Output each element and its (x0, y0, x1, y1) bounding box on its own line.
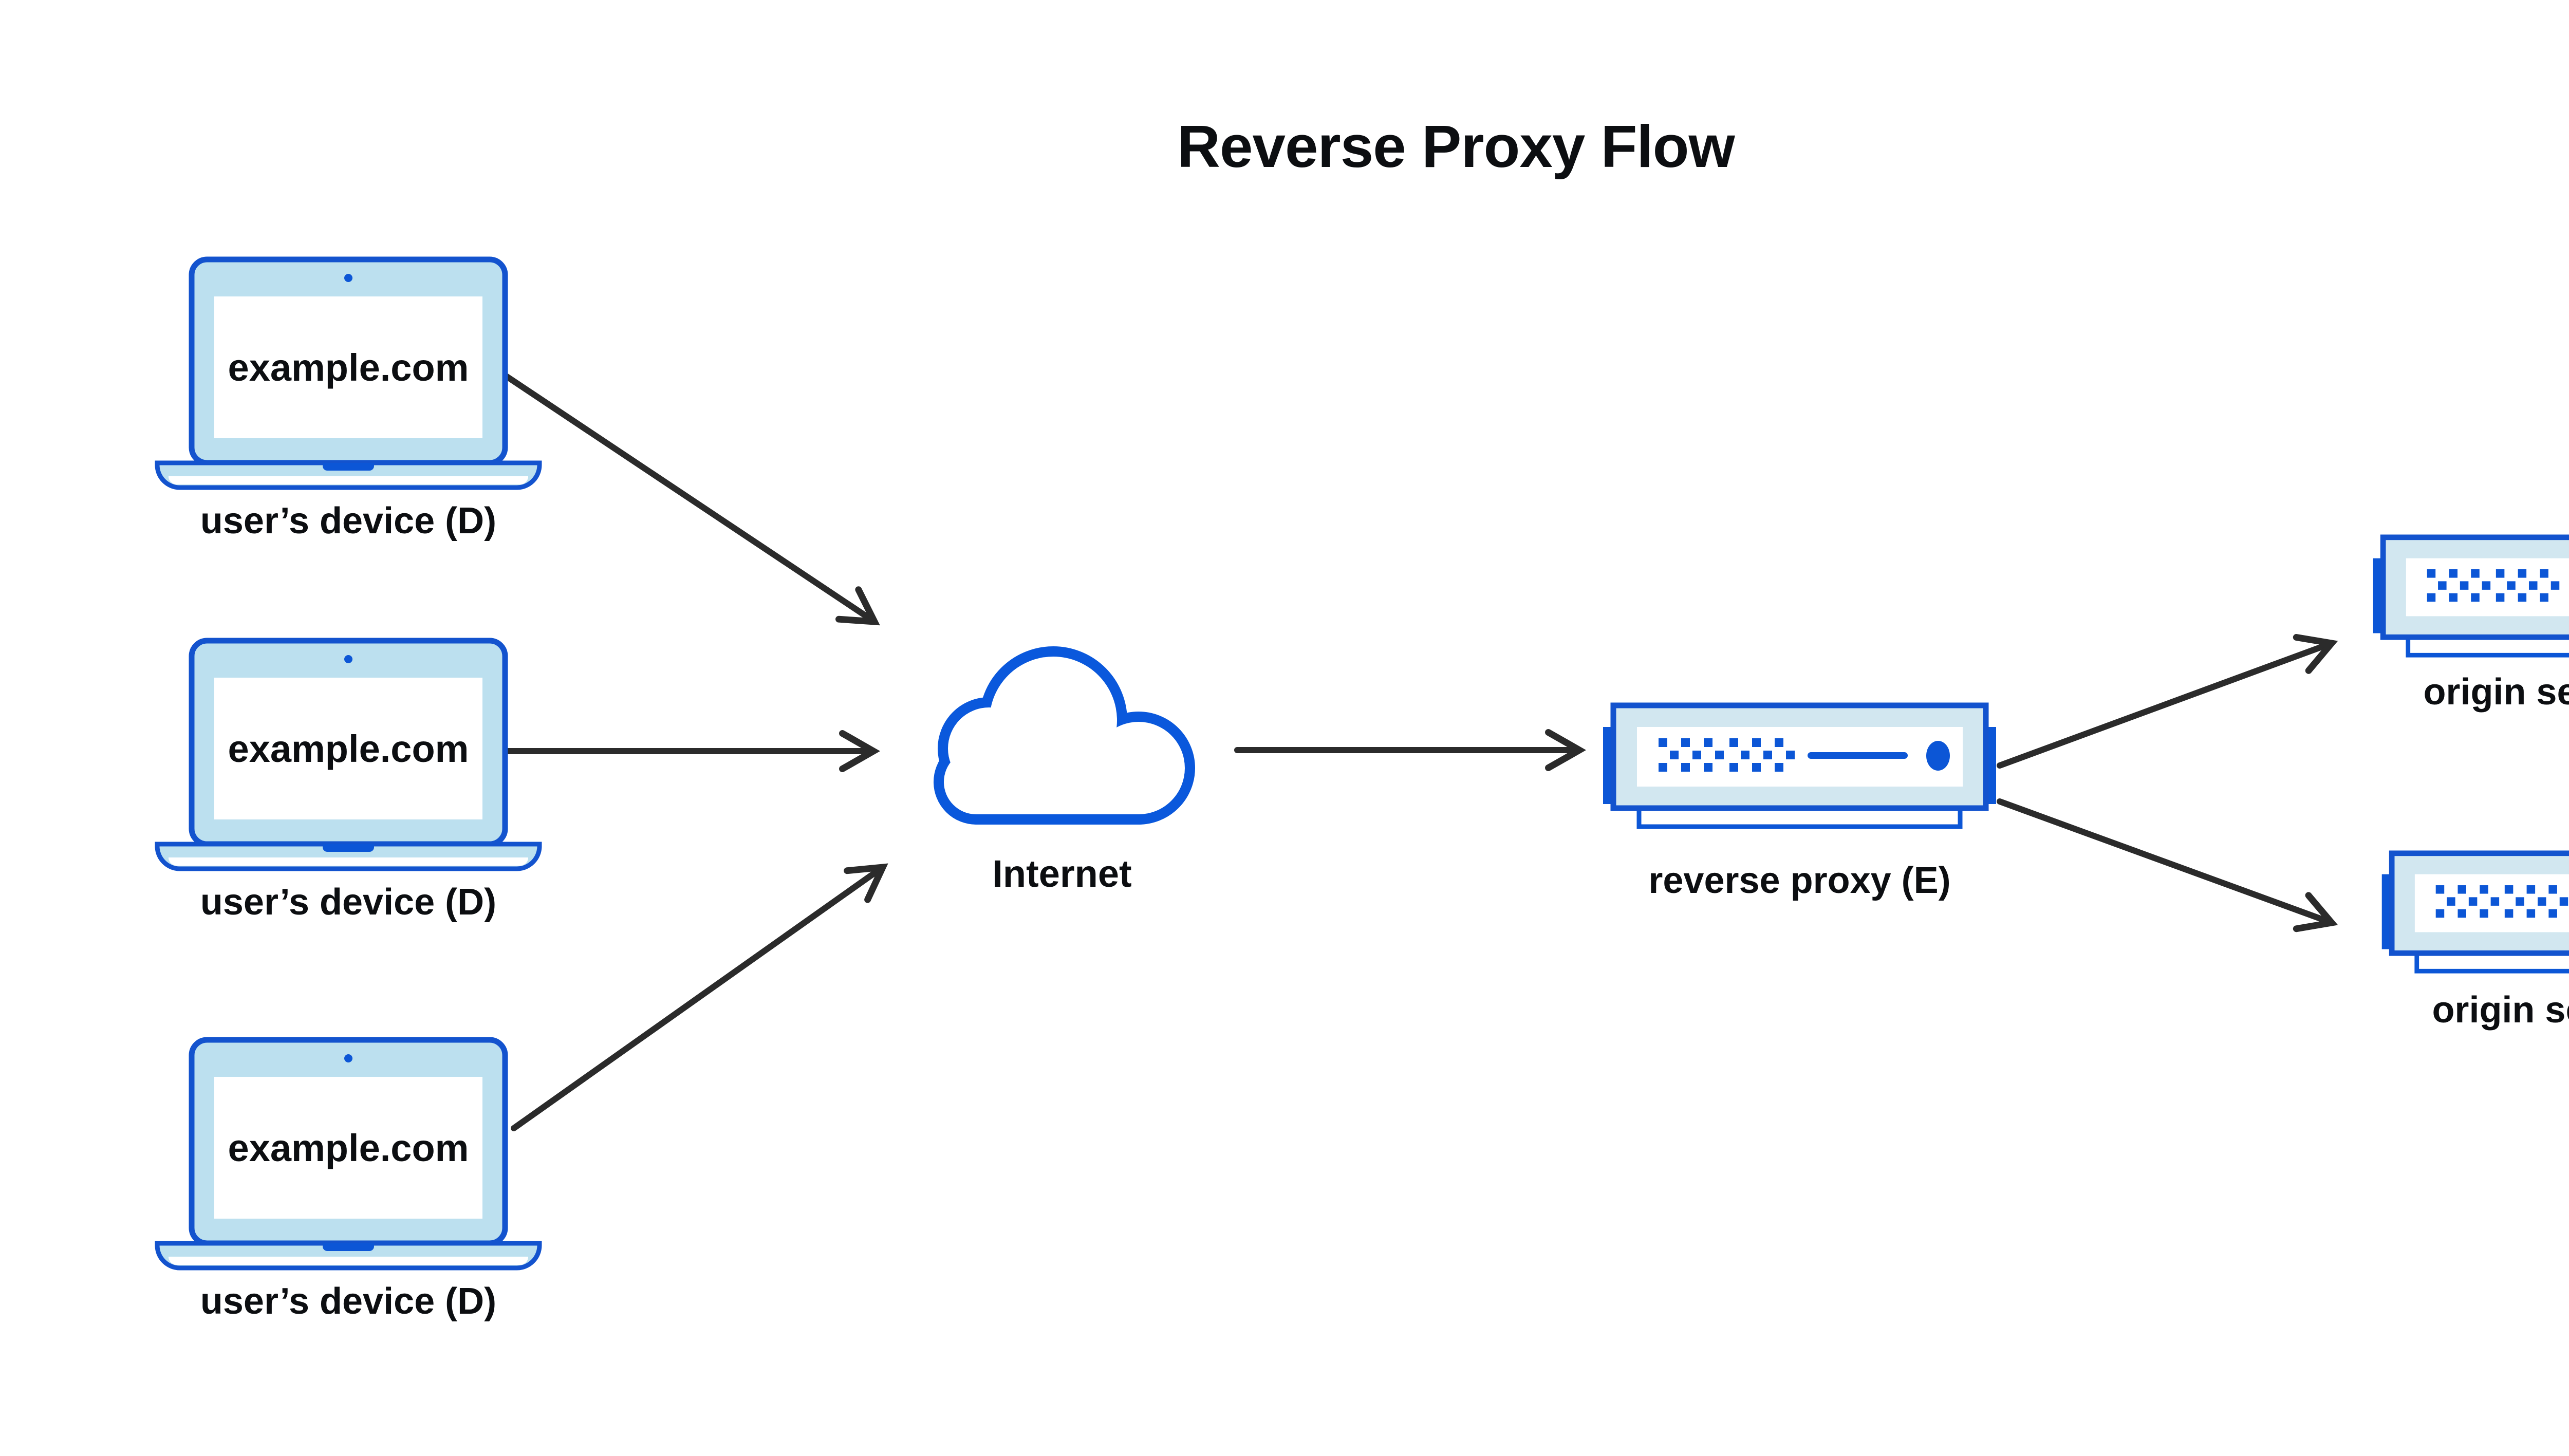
internet-node: Internet (919, 646, 1205, 895)
internet-label: Internet (992, 852, 1132, 895)
device-screen-text: example.com (228, 346, 469, 389)
device-label: user’s device (D) (200, 500, 497, 542)
cloud-icon (934, 646, 1195, 825)
reverse-proxy-label: reverse proxy (E) (1648, 860, 1951, 901)
laptop-icon (155, 256, 542, 490)
arrow-proxy-to-origin2 (1997, 798, 2338, 932)
server-vent-dots (2435, 885, 2568, 918)
user-device-node-1: example.com user’s device (D) (153, 255, 544, 542)
origin-server-node-2: origin server (F) (2381, 850, 2569, 1031)
reverse-proxy-node: reverse proxy (E) (1603, 702, 1996, 901)
device-screen-text: example.com (228, 1126, 469, 1169)
device-label: user’s device (D) (200, 1281, 497, 1322)
arrow-device3-to-internet (511, 863, 888, 1131)
laptop-icon (155, 638, 542, 871)
server-icon (2381, 850, 2569, 974)
server-icon (2373, 534, 2569, 658)
server-vent-dots (1659, 738, 1795, 772)
device-screen-text: example.com (228, 727, 469, 770)
page-title: Reverse Proxy Flow (1177, 113, 1735, 180)
arrow-device1-to-internet (503, 373, 880, 626)
user-device-node-3: example.com user’s device (D) (153, 1036, 544, 1322)
origin-server-label: origin server (F) (2432, 990, 2569, 1031)
origin-server-node-1: origin server (F) (2373, 534, 2569, 713)
user-device-node-2: example.com user’s device (D) (153, 637, 544, 923)
laptop-icon (155, 1037, 542, 1271)
server-icon (1603, 702, 1996, 829)
origin-server-label: origin server (F) (2423, 671, 2569, 713)
server-vent-dots (2427, 569, 2560, 602)
arrow-proxy-to-origin1 (1997, 633, 2338, 769)
device-label: user’s device (D) (200, 882, 497, 923)
